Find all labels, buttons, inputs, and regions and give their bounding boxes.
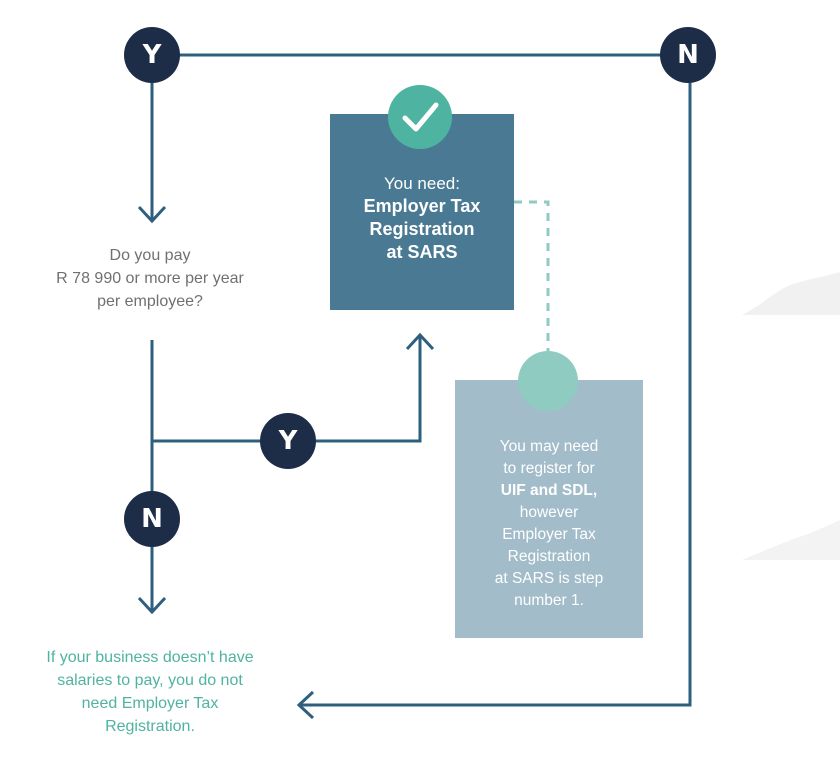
connector-mid-yes <box>152 336 422 443</box>
arrow-down-to-outcome <box>137 596 167 615</box>
outcome-line-2: salaries to pay, you do not <box>57 672 243 689</box>
required-line-1: You need: <box>384 174 460 193</box>
optional-line-6: Registration <box>507 548 591 565</box>
outcome-line-1: If your business doesn’t have <box>46 649 254 666</box>
node-top-yes-label: Y <box>142 40 162 70</box>
optional-line-2: to register for <box>503 460 595 477</box>
arrow-left-to-outcome <box>296 690 315 720</box>
question-line-2: R 78 990 or more per year <box>56 270 244 287</box>
arrow-down-to-question <box>137 205 167 224</box>
node-top-no <box>660 27 716 83</box>
optional-badge-dot <box>518 351 578 411</box>
dashed-link <box>514 200 550 380</box>
background-hill-lower <box>742 520 840 560</box>
node-mid-no <box>124 491 180 547</box>
optional-line-4: however <box>519 504 579 521</box>
optional-line-7: at SARS is step <box>494 570 604 587</box>
optional-registration-box: You may need to register for UIF and SDL… <box>455 380 643 638</box>
question-line-1: Do you pay <box>109 247 191 264</box>
required-line-4: at SARS <box>386 242 458 262</box>
connector-no-right <box>300 55 692 707</box>
node-mid-no-label: N <box>141 504 163 534</box>
optional-line-8: number 1. <box>514 592 584 609</box>
required-line-2: Employer Tax <box>363 196 481 216</box>
question-text: Do you pay R 78 990 or more per year per… <box>22 244 278 313</box>
node-top-no-label: N <box>677 40 699 70</box>
background-hill-upper <box>742 272 840 315</box>
check-icon <box>388 85 452 149</box>
node-top-yes <box>124 27 180 83</box>
optional-line-1: You may need <box>499 438 599 455</box>
outcome-line-4: Registration. <box>105 718 195 735</box>
node-mid-yes <box>260 413 316 469</box>
optional-line-3: UIF and SDL, <box>500 482 598 499</box>
question-line-3: per employee? <box>97 293 203 310</box>
arrow-up-to-required <box>405 332 435 351</box>
required-line-3: Registration <box>369 219 475 239</box>
optional-line-5: Employer Tax <box>502 526 596 543</box>
node-mid-yes-label: Y <box>278 426 298 456</box>
outcome-text: If your business doesn’t have salaries t… <box>8 646 292 738</box>
outcome-line-3: need Employer Tax <box>81 695 219 712</box>
